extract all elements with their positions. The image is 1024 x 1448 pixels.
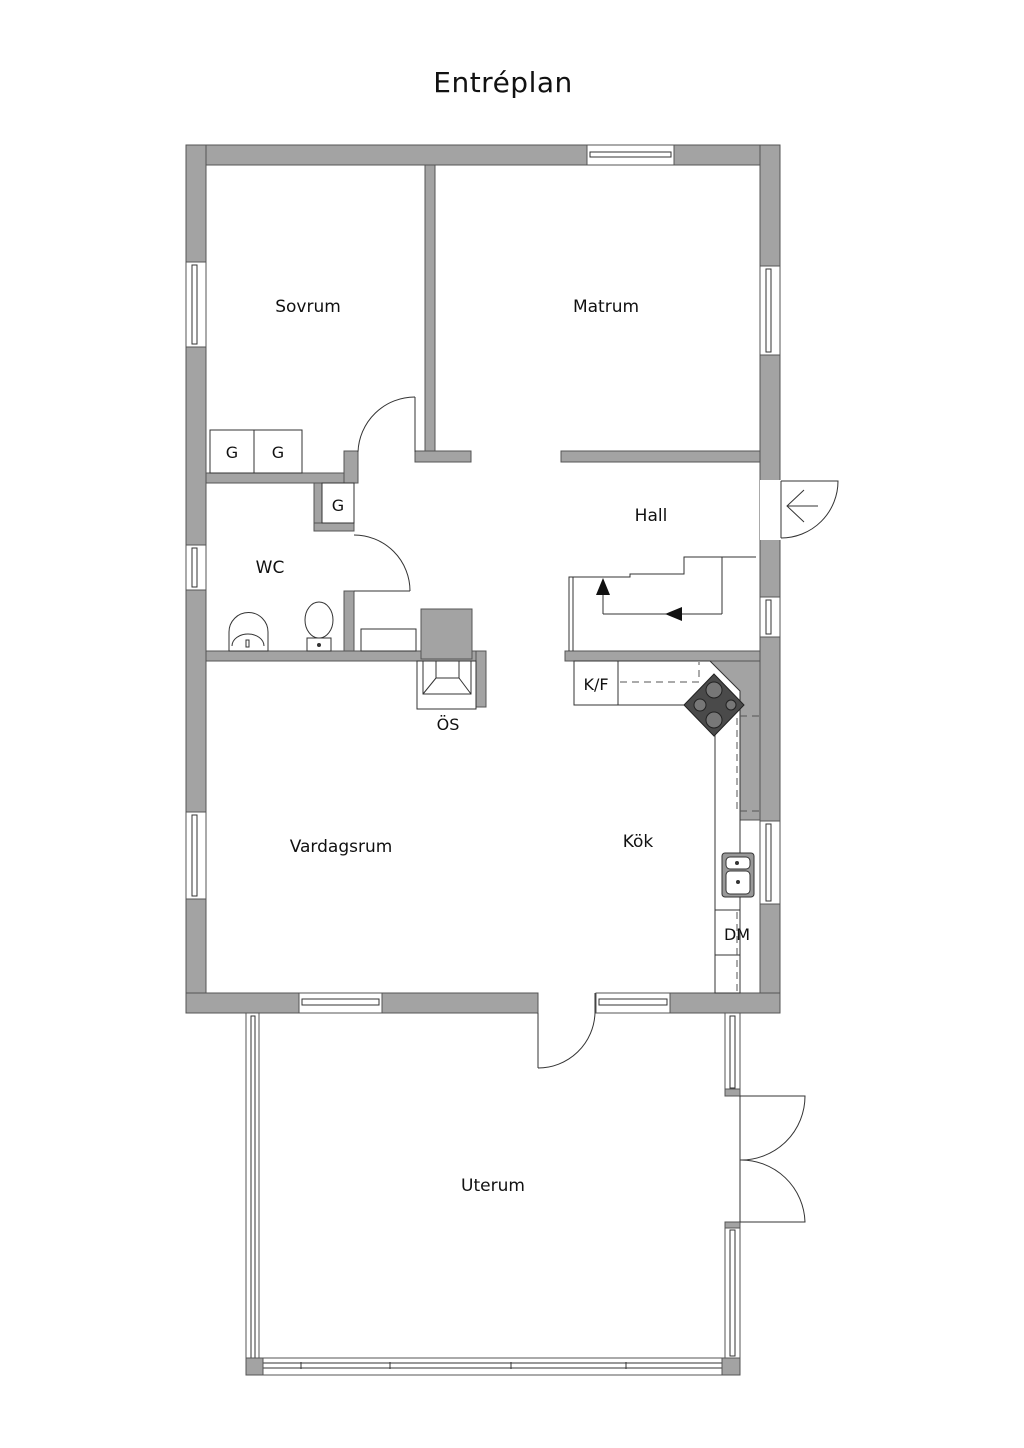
entrance-arrow-icon — [786, 489, 818, 523]
oppen-spis-label: ÖS — [437, 715, 460, 734]
washbasin-icon — [228, 612, 269, 652]
sunroom-double-door[interactable] — [739, 1095, 806, 1223]
wardrobe-1: G — [209, 429, 255, 474]
wardrobe-3: G — [321, 482, 355, 524]
entrance-door[interactable] — [780, 480, 839, 539]
kitchen-sink-icon — [721, 852, 755, 898]
sunroom-frame — [245, 1012, 741, 1376]
fireplace-icon — [416, 660, 477, 710]
svg-text:G: G — [272, 443, 284, 462]
svg-text:G: G — [332, 496, 344, 515]
room-label-matrum: Matrum — [573, 297, 639, 317]
hall-shelf — [360, 628, 417, 652]
room-label-sovrum: Sovrum — [275, 297, 341, 317]
room-label-kok: Kök — [623, 832, 654, 852]
interior-walls — [205, 164, 761, 821]
exterior-walls — [185, 144, 781, 1014]
kyl-frys-label: K/F — [583, 675, 608, 694]
room-label-hall: Hall — [635, 506, 668, 526]
staircase — [568, 556, 756, 651]
patio-door[interactable] — [537, 993, 596, 1069]
room-label-uterum: Uterum — [461, 1176, 525, 1196]
stove-icon — [683, 673, 745, 737]
room-label-wc: WC — [256, 558, 285, 578]
svg-text:G: G — [226, 443, 238, 462]
windows — [185, 144, 781, 1014]
sovrum-door[interactable] — [357, 396, 416, 453]
toilet-icon — [304, 601, 334, 652]
wc-door[interactable] — [353, 534, 411, 592]
stair-arrow-left-icon — [665, 607, 682, 621]
plan-title: Entréplan — [433, 66, 573, 99]
room-label-vardagsrum: Vardagsrum — [290, 837, 393, 857]
diskmaskin-label: DM — [724, 925, 750, 944]
stair-arrow-up-icon — [596, 578, 610, 595]
wardrobe-2: G — [253, 429, 303, 474]
